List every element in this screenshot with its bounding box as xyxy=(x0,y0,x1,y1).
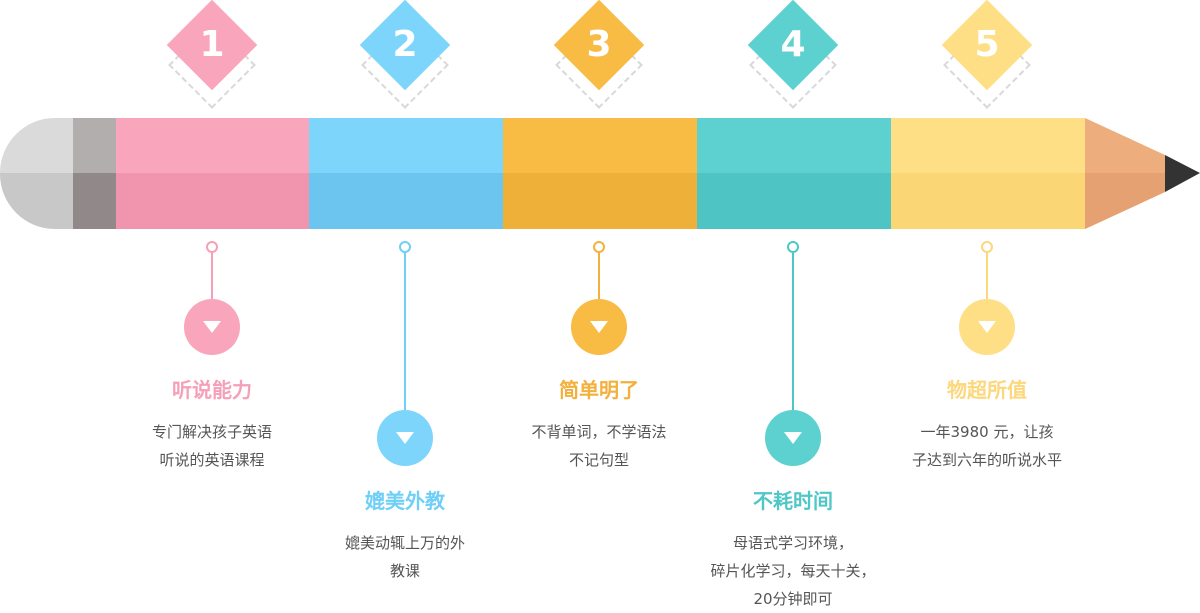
connector-dot xyxy=(206,241,218,253)
step-description: 媲美动辄上万的外教课 xyxy=(285,529,525,585)
step-number: 1 xyxy=(199,24,225,65)
step-number: 2 xyxy=(392,24,418,65)
connector-line xyxy=(986,253,988,299)
pencil-segment-2 xyxy=(309,118,503,229)
segment-shade xyxy=(309,173,503,229)
step-title: 物超所值 xyxy=(947,378,1027,402)
description-line: 子达到六年的听说水平 xyxy=(911,451,1062,469)
description-line: 媲美动辄上万的外 xyxy=(344,534,465,552)
description-line: 母语式学习环境， xyxy=(732,534,853,552)
segment-shade xyxy=(891,173,1085,229)
connector-line xyxy=(404,253,406,410)
segment-shade xyxy=(503,173,697,229)
expand-circle-button[interactable] xyxy=(571,299,627,355)
step-description: 专门解决孩子英语听说的英语课程 xyxy=(92,418,332,474)
expand-circle-button[interactable] xyxy=(184,299,240,355)
step-title: 听说能力 xyxy=(172,378,252,402)
description-line: 听说的英语课程 xyxy=(159,451,265,469)
pencil-ferrule xyxy=(73,118,116,229)
triangle-down-icon xyxy=(978,321,996,333)
segment-shade xyxy=(697,173,891,229)
pencil-segment-5 xyxy=(891,118,1085,229)
pencil-tip xyxy=(1085,118,1200,229)
step-description: 母语式学习环境， 碎片化学习，每天十关， 20分钟即可 xyxy=(673,529,913,613)
connector-dot xyxy=(981,241,993,253)
triangle-down-icon xyxy=(784,432,802,444)
step-description: 不背单词，不学语法不记句型 xyxy=(479,418,719,474)
description-line: 一年3980 元，让孩 xyxy=(920,423,1054,441)
triangle-down-icon xyxy=(396,432,414,444)
triangle-down-icon xyxy=(203,321,221,333)
pencil-segment-1 xyxy=(116,118,310,229)
description-line: 20分钟即可 xyxy=(753,590,833,608)
connector-line xyxy=(211,253,213,299)
connector-line xyxy=(792,253,794,410)
connector-dot xyxy=(787,241,799,253)
connector-dot xyxy=(593,241,605,253)
pencil-segment-4 xyxy=(697,118,891,229)
description-line: 不背单词，不学语法 xyxy=(531,423,667,441)
step-title: 简单明了 xyxy=(559,378,639,402)
step-title: 媲美外教 xyxy=(365,489,445,513)
segment-shade xyxy=(116,173,310,229)
description-line: 专门解决孩子英语 xyxy=(151,423,272,441)
expand-circle-button[interactable] xyxy=(765,410,821,466)
expand-circle-button[interactable] xyxy=(377,410,433,466)
step-number: 5 xyxy=(974,24,1000,65)
triangle-down-icon xyxy=(590,321,608,333)
connector-line xyxy=(598,253,600,299)
step-number: 4 xyxy=(780,24,806,65)
step-number: 3 xyxy=(586,24,612,65)
step-title: 不耗时间 xyxy=(753,489,833,513)
connector-dot xyxy=(399,241,411,253)
expand-circle-button[interactable] xyxy=(959,299,1015,355)
description-line: 教课 xyxy=(389,562,420,580)
pencil-segment-3 xyxy=(503,118,697,229)
description-line: 碎片化学习，每天十关， xyxy=(710,562,876,580)
step-description: 一年3980 元，让孩子达到六年的听说水平 xyxy=(867,418,1107,474)
pencil-eraser xyxy=(0,118,73,229)
description-line: 不记句型 xyxy=(568,451,629,469)
